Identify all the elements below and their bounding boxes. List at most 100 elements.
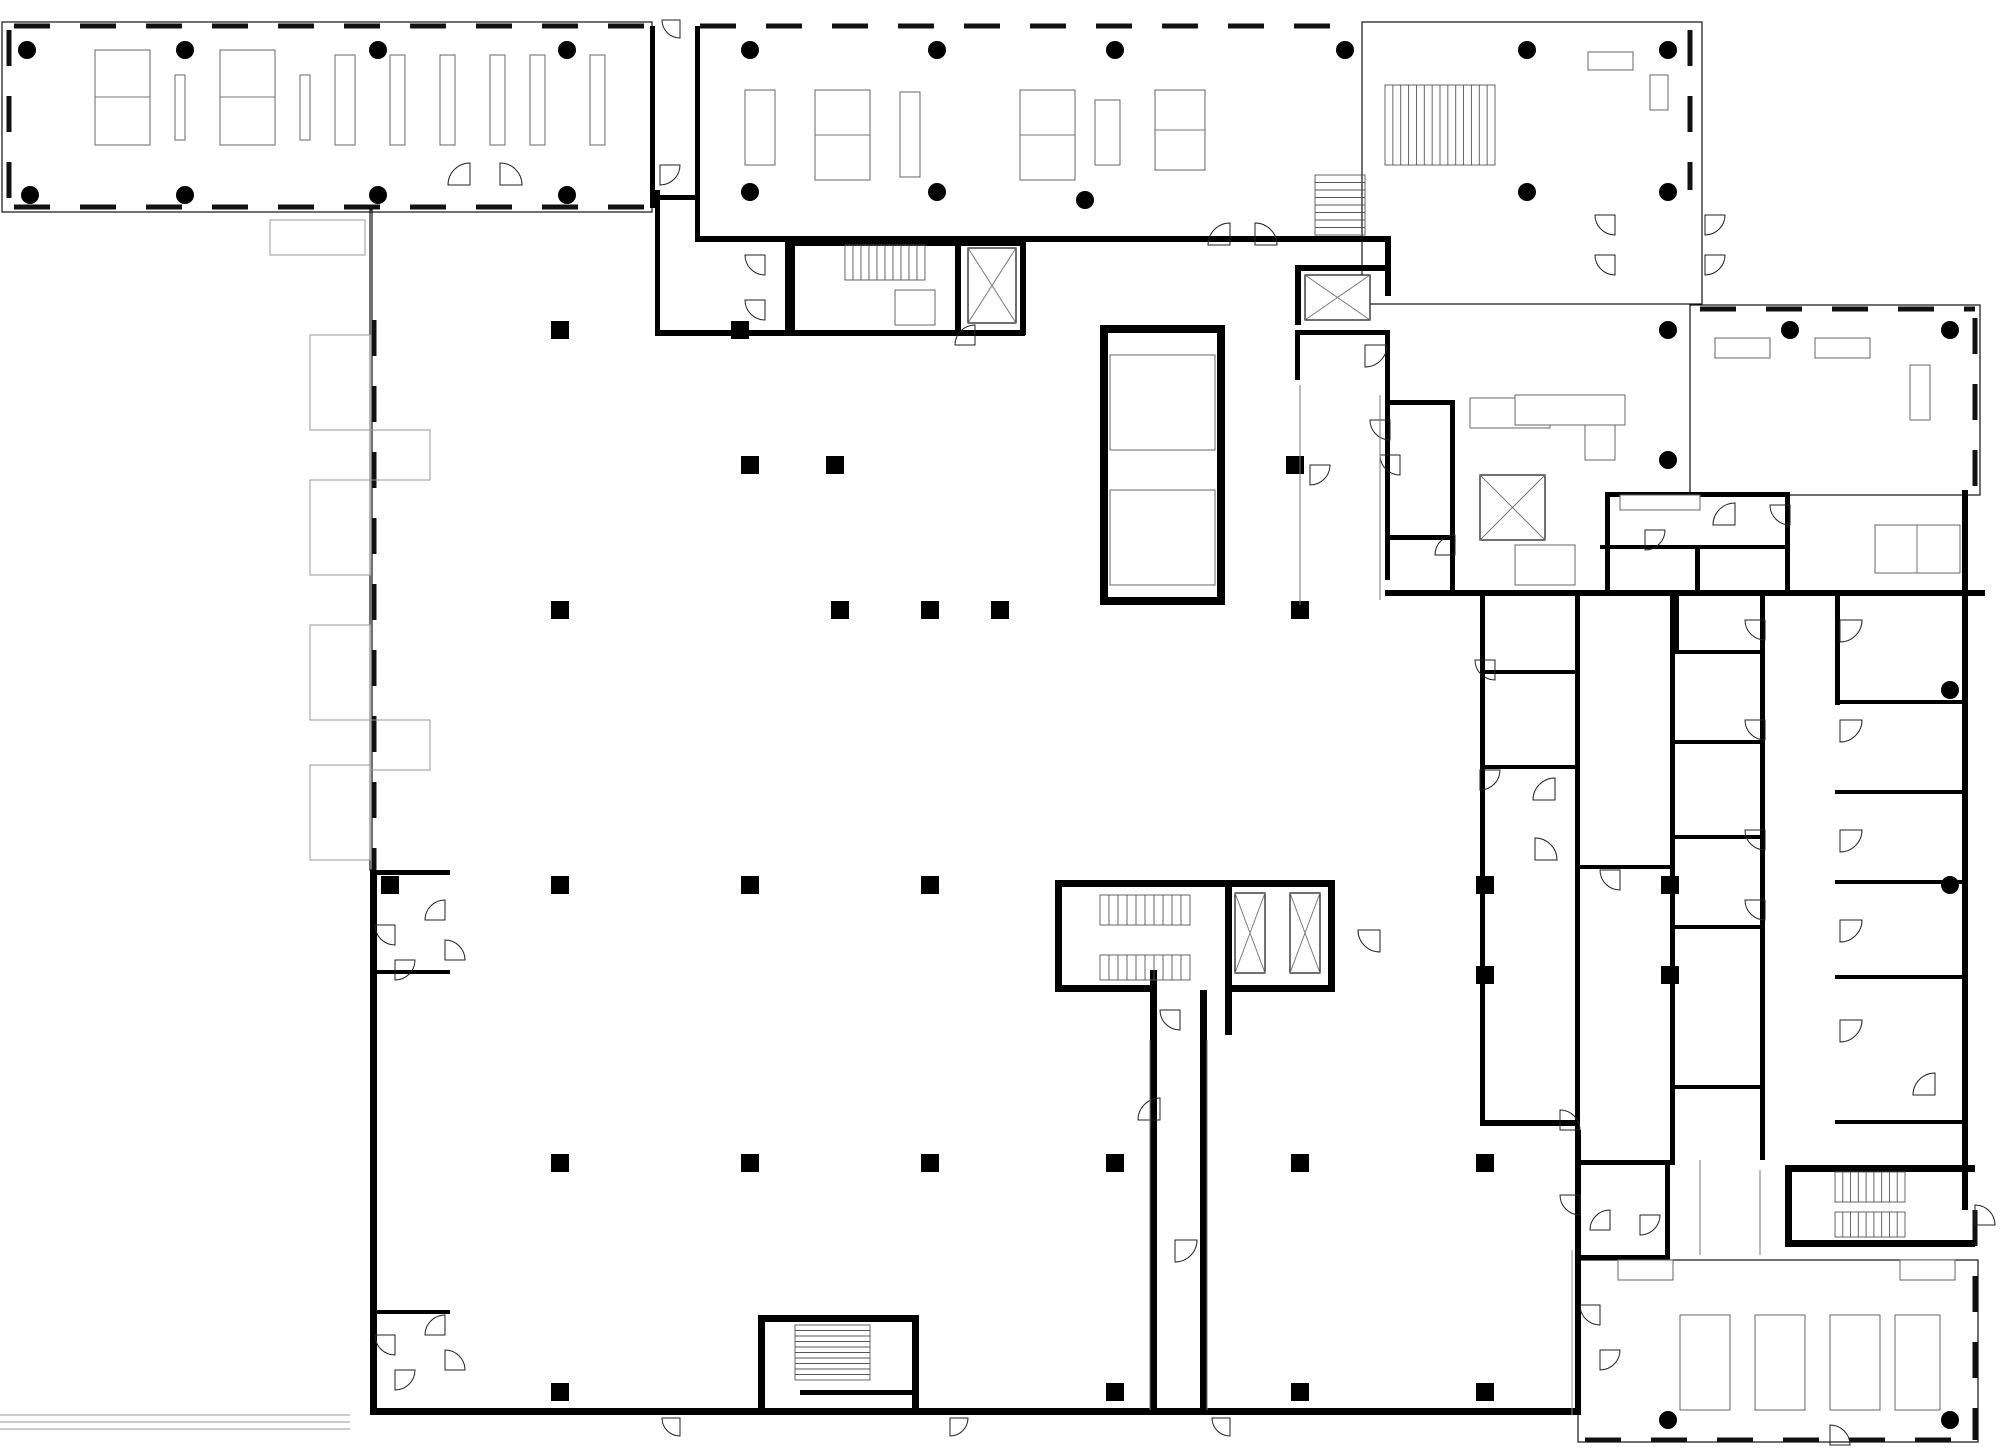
round-column [1518,183,1536,201]
square-column [1661,876,1679,894]
door-swing [394,959,416,981]
round-column [1941,321,1959,339]
door-swing [744,299,766,321]
door-swing [1839,919,1863,943]
door-swing [1829,1424,1851,1446]
door-swing [1589,1209,1611,1231]
square-column [551,321,569,339]
door-swing [1704,254,1726,276]
square-column [551,876,569,894]
door-swing [1704,214,1726,236]
square-column [1476,1154,1494,1172]
doors [374,19,1996,1446]
square-column [741,1154,759,1172]
office-furniture [94,49,1961,1411]
door-swing [1309,464,1331,486]
door-swing [1211,1417,1231,1437]
door-swing [1137,1097,1161,1121]
door-swing [661,1417,681,1437]
door-swing [1712,502,1736,526]
round-column [18,41,36,59]
door-swing [1744,619,1766,641]
round-column [1336,41,1354,59]
round-column [928,41,946,59]
round-column [1659,1411,1677,1429]
door-swing [1594,214,1616,236]
service-block [1100,265,1380,605]
round-column [558,41,576,59]
square-column [551,1383,569,1401]
door-swing [1532,777,1556,801]
west-facade-bays [0,219,431,1430]
door-swing [1579,1304,1601,1326]
door-swing [1839,719,1863,743]
door-swing [1644,529,1666,551]
round-column [1659,41,1677,59]
door-swing [1599,869,1621,891]
door-swing [394,1369,416,1391]
door-swing [444,1349,466,1371]
square-column [921,876,939,894]
stair-treads [795,85,1898,1375]
door-swing [424,899,446,921]
square-column [991,601,1009,619]
round-column [1941,681,1959,699]
round-column [1076,191,1094,209]
door-swing [374,924,396,946]
door-swing [1559,1194,1581,1216]
door-swing [1174,1239,1198,1263]
square-column [1286,456,1304,474]
partition-lines [1149,385,1761,1410]
door-swing [1744,829,1766,851]
core-center [1055,880,1335,1035]
square-column [826,456,844,474]
round-column [369,186,387,204]
round-column [176,186,194,204]
core-right [1479,474,1975,1247]
round-column [741,41,759,59]
round-column [1941,876,1959,894]
round-column [558,186,576,204]
door-swing [661,19,681,39]
door-swing [1594,254,1616,276]
square-column [831,601,849,619]
door-swing [1357,929,1381,953]
door-swing [447,162,471,186]
round-column [1518,41,1536,59]
door-swing [1639,1214,1661,1236]
round-column [1659,183,1677,201]
square-column [381,876,399,894]
round-column [1659,451,1677,469]
exterior-walls [1,21,1981,1443]
round-column [369,41,387,59]
square-column [1106,1383,1124,1401]
door-swing [1744,719,1766,741]
square-column [551,601,569,619]
round-column [1941,1411,1959,1429]
round-column [1106,41,1124,59]
door-swing [1839,619,1863,643]
square-column [1476,966,1494,984]
square-column [1476,1383,1494,1401]
interior-walls [370,190,1985,1415]
door-swing [744,254,766,276]
door-swing [1364,344,1388,368]
round-column [1781,321,1799,339]
round-column [741,183,759,201]
door-swing [1559,1109,1581,1131]
round-column [21,186,39,204]
square-column [921,601,939,619]
door-swing [949,1417,969,1437]
core-bottom [758,1315,919,1415]
door-swing [1479,769,1501,791]
square-column [741,876,759,894]
door-swing [1974,1204,1996,1226]
square-column [1476,876,1494,894]
square-column [1106,1154,1124,1172]
door-swing [499,162,523,186]
door-swing [1744,899,1766,921]
door-swing [1769,504,1791,526]
square-column [741,456,759,474]
door-swing [954,324,976,346]
